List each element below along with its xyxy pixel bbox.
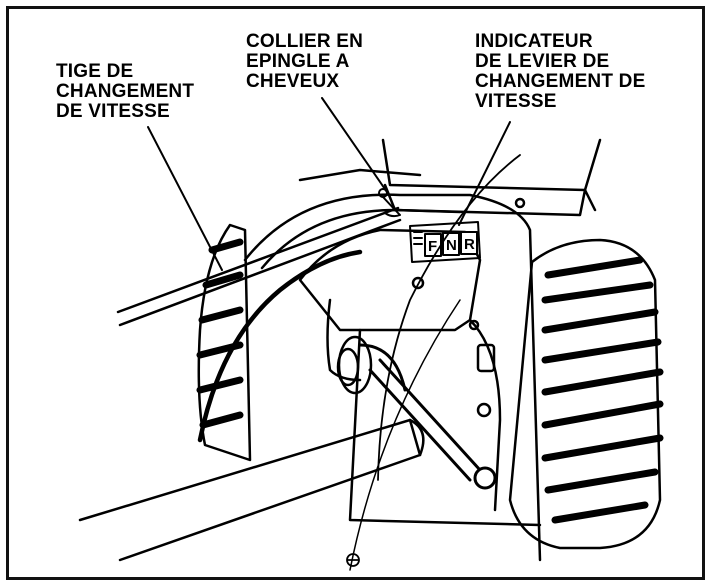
engine-housing (381, 138, 602, 217)
label-line: DE VITESSE (56, 101, 170, 122)
gear-letter-r: R (464, 236, 475, 253)
bottom-bolt (346, 553, 360, 567)
label-line: DE LEVIER DE (475, 51, 610, 72)
left-tire (196, 223, 252, 462)
hairpin-clip (378, 188, 401, 218)
label-tige-de-changement: TIGE DE CHANGEMENT DE VITESSE (56, 62, 194, 122)
control-cable-thin (377, 154, 521, 481)
control-cable-thin-2 (349, 299, 461, 571)
gear-letter-f: F (428, 238, 437, 255)
label-line: CHANGEMENT (56, 81, 195, 102)
label-line: CHANGEMENT DE (475, 71, 646, 92)
gearbox (298, 228, 542, 527)
label-line: VITESSE (475, 91, 557, 112)
label-collier-en-epingle: COLLIER EN EPINGLE A CHEVEUX (246, 32, 363, 92)
leader-tige (147, 126, 223, 271)
figure-border (6, 6, 705, 580)
control-cable-thick (197, 249, 363, 443)
label-line: TIGE DE (56, 61, 134, 82)
gear-indicator-plate (409, 221, 481, 263)
shift-rod (116, 206, 402, 327)
label-line: INDICATEUR (475, 31, 593, 52)
label-line: EPINGLE A (246, 51, 350, 72)
handle-column (78, 418, 425, 562)
right-tire (508, 238, 664, 550)
lever-boot (336, 335, 373, 395)
leader-collier (321, 97, 388, 193)
gear-letter-n: N (446, 237, 457, 254)
label-line: CHEVEUX (246, 71, 340, 92)
label-line: COLLIER EN (246, 31, 364, 52)
shift-lever (358, 343, 497, 490)
label-indicateur-de-levier: INDICATEUR DE LEVIER DE CHANGEMENT DE VI… (475, 32, 645, 112)
leader-indicateur (458, 121, 511, 226)
